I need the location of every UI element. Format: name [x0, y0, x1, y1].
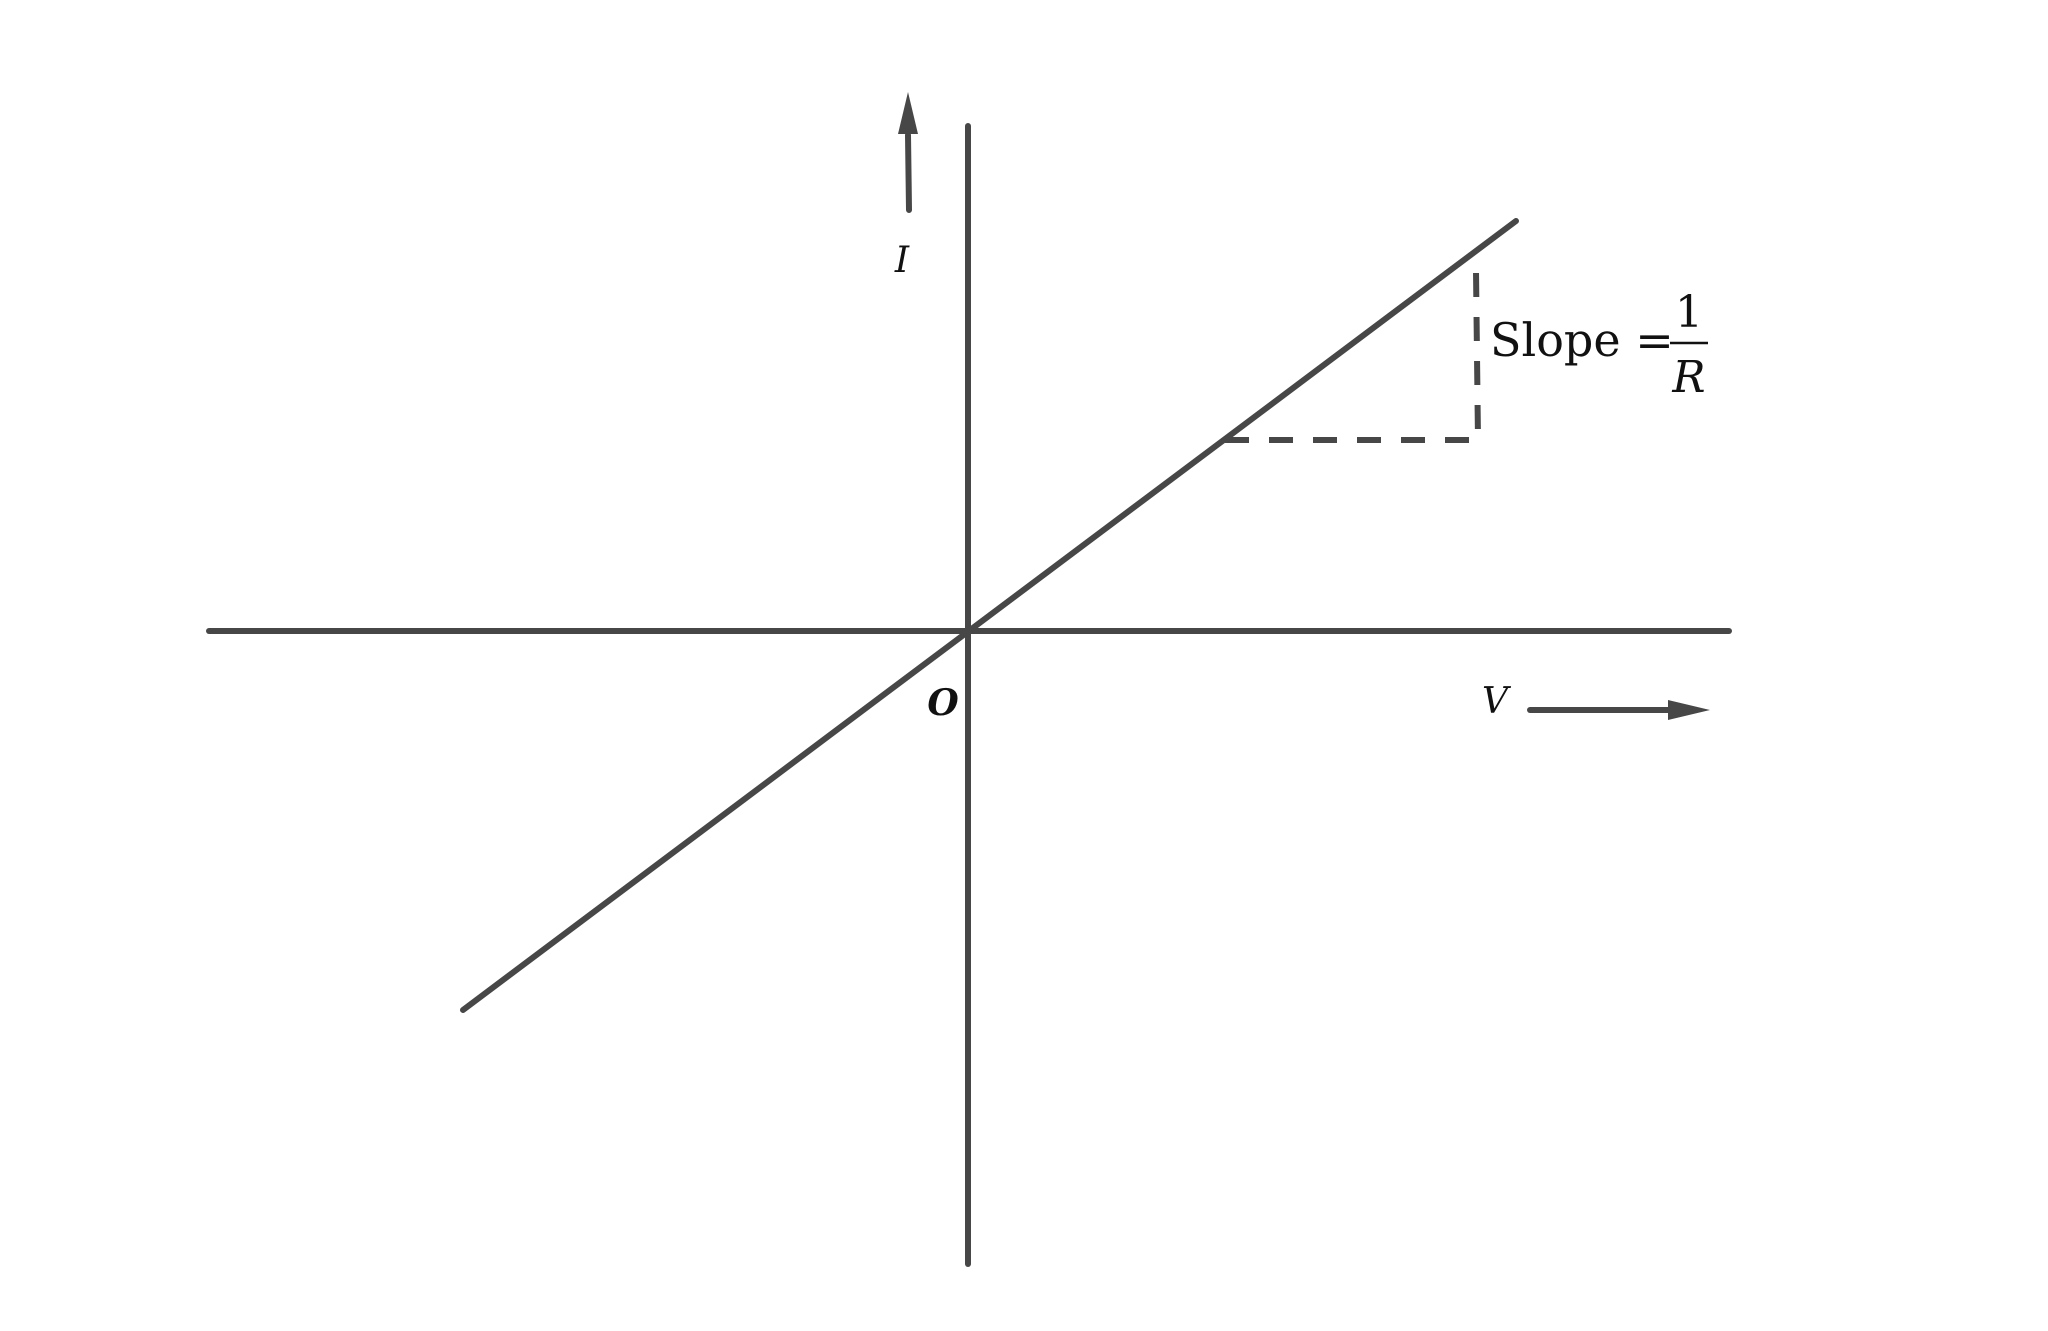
current-arrow-shaft	[905, 132, 912, 213]
slope-numerator: 1	[1675, 287, 1703, 338]
origin-label: O	[927, 682, 959, 724]
slope-label: Slope =	[1490, 313, 1674, 367]
current-arrow-head	[898, 92, 918, 134]
iv-line	[460, 218, 1519, 1013]
x-axis-label: V	[1482, 681, 1512, 722]
slope-triangle-dashed	[1225, 270, 1482, 443]
voltage-arrow-head	[1668, 700, 1710, 720]
y-axis-label: I	[894, 240, 910, 281]
slope-denominator: R	[1671, 352, 1705, 403]
